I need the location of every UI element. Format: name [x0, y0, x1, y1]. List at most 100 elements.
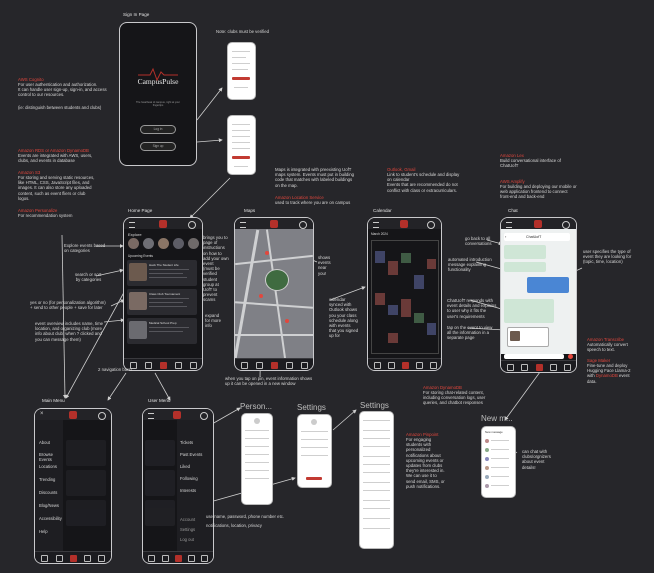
menu-item-logout[interactable]: Log out — [180, 537, 194, 542]
arrow-homemenu — [65, 284, 129, 399]
event-pin-icon[interactable] — [265, 251, 269, 255]
menu-item-tickets[interactable]: Tickets — [180, 440, 194, 445]
profile-icon[interactable] — [427, 221, 435, 229]
menu-item-locations[interactable]: Locations — [39, 464, 57, 469]
menu-icon[interactable] — [148, 413, 154, 419]
clubs-verified-note: Note: clubs must be verified — [216, 29, 270, 34]
map-icon[interactable] — [56, 555, 63, 562]
chat-icon[interactable] — [98, 555, 105, 562]
calendar-icon[interactable] — [416, 362, 423, 369]
chat-input[interactable] — [504, 354, 564, 359]
logo-icon — [534, 220, 542, 228]
pulse-logo-icon — [138, 67, 178, 81]
menu-icon[interactable] — [506, 222, 512, 228]
menu-icon[interactable] — [240, 222, 246, 228]
profile-icon[interactable] — [200, 412, 208, 420]
transcribe-title: Amazon Transcribe — [587, 337, 625, 342]
chat-icon[interactable] — [190, 362, 197, 369]
maps-label: Maps — [244, 208, 256, 213]
signup-button[interactable]: Sign up — [140, 142, 176, 151]
menu-item-account[interactable]: Account — [180, 517, 196, 522]
map-icon[interactable] — [162, 555, 169, 562]
arrow-overview — [103, 318, 125, 323]
login-button[interactable]: Log in — [140, 125, 176, 134]
event-pin-icon[interactable] — [259, 294, 263, 298]
map-icon[interactable] — [388, 362, 395, 369]
calendar-grid[interactable] — [371, 240, 439, 354]
home-icon[interactable] — [507, 364, 514, 371]
category-icon[interactable] — [158, 238, 169, 249]
chat-icon[interactable] — [430, 362, 437, 369]
menu-item-about[interactable]: About — [39, 440, 50, 445]
menu-item-trending[interactable]: Trending — [39, 477, 56, 482]
add-icon[interactable] — [271, 362, 278, 369]
map-icon[interactable] — [521, 364, 528, 371]
menu-item-settings[interactable]: Settings — [180, 527, 196, 532]
profile-icon[interactable] — [188, 221, 196, 229]
mic-icon[interactable] — [568, 354, 573, 359]
profile-icon[interactable] — [562, 221, 570, 229]
add-icon[interactable] — [70, 555, 77, 562]
add-icon[interactable] — [402, 362, 409, 369]
category-icon[interactable] — [188, 238, 199, 249]
add-icon[interactable] — [175, 555, 182, 562]
category-icon[interactable] — [143, 238, 154, 249]
bot-message — [504, 262, 546, 272]
logo-icon — [400, 220, 408, 228]
event-card[interactable]: Hack The Student Life — [127, 260, 197, 286]
main-menu-phone: × About Browse Events Locations Trending… — [34, 408, 112, 564]
menu-icon[interactable] — [373, 222, 379, 228]
calendar-icon[interactable] — [188, 555, 195, 562]
category-icon[interactable] — [128, 238, 139, 249]
campus-map[interactable] — [235, 229, 313, 359]
menu-item-following[interactable]: Following — [180, 476, 198, 481]
calendar-icon[interactable] — [550, 364, 557, 371]
close-icon[interactable]: × — [40, 411, 44, 417]
event-card[interactable] — [507, 327, 549, 347]
event-card[interactable]: Class Club Tournament — [127, 289, 197, 315]
home-icon[interactable] — [130, 362, 137, 369]
new-message-heading: New message — [485, 430, 503, 434]
home-icon[interactable] — [41, 555, 48, 562]
event-thumb — [129, 321, 147, 339]
profile-icon[interactable] — [98, 412, 106, 420]
add-icon[interactable] — [160, 362, 167, 369]
settings1-label: Settings — [297, 403, 326, 412]
chat-icon[interactable] — [564, 364, 571, 371]
search-sort-note: search or sort by categories — [75, 272, 102, 283]
menu-item-help[interactable]: Help — [39, 529, 48, 534]
arrow-yesno — [110, 299, 125, 307]
arrow-chatresp — [469, 299, 506, 312]
back-arrow-icon[interactable]: ‹ — [505, 234, 507, 239]
calendar-icon[interactable] — [286, 362, 293, 369]
menu-item-accessibility[interactable]: Accessibility — [39, 516, 62, 521]
event-pin-icon[interactable] — [285, 319, 289, 323]
chat-icon[interactable] — [301, 362, 308, 369]
menu-item-blog[interactable]: Blog/News — [39, 503, 60, 508]
menu-item-browse[interactable]: Browse Events — [39, 452, 53, 462]
logo-icon — [159, 220, 167, 228]
calendar-icon[interactable] — [175, 362, 182, 369]
event-card[interactable]: Medical School Prep — [127, 318, 197, 344]
category-icon[interactable] — [173, 238, 184, 249]
menu-item-liked[interactable]: Liked — [180, 464, 191, 469]
home-icon[interactable] — [148, 555, 155, 562]
add-icon[interactable] — [536, 364, 543, 371]
map-icon[interactable] — [145, 362, 152, 369]
home-icon[interactable] — [374, 362, 381, 369]
profile-icon[interactable] — [299, 221, 307, 229]
chat-title: ChatUofT — [526, 235, 542, 239]
menu-icon[interactable] — [129, 222, 135, 228]
chat-icon[interactable] — [201, 555, 208, 562]
new-message-screen: New message — [481, 426, 516, 498]
map-icon[interactable] — [256, 362, 263, 369]
bottom-nav — [124, 358, 202, 370]
menu-item-interests[interactable]: Interests — [180, 488, 197, 493]
field-area — [265, 269, 289, 291]
calendar-icon[interactable] — [84, 555, 91, 562]
dimmed-home-preview — [64, 420, 109, 552]
menu-item-discounts[interactable]: Discounts — [39, 490, 58, 495]
menu-item-past-events[interactable]: Past Events — [180, 452, 203, 457]
home-icon[interactable] — [241, 362, 248, 369]
aws-cognito-body: For user authentication and authorizatio… — [18, 82, 107, 98]
